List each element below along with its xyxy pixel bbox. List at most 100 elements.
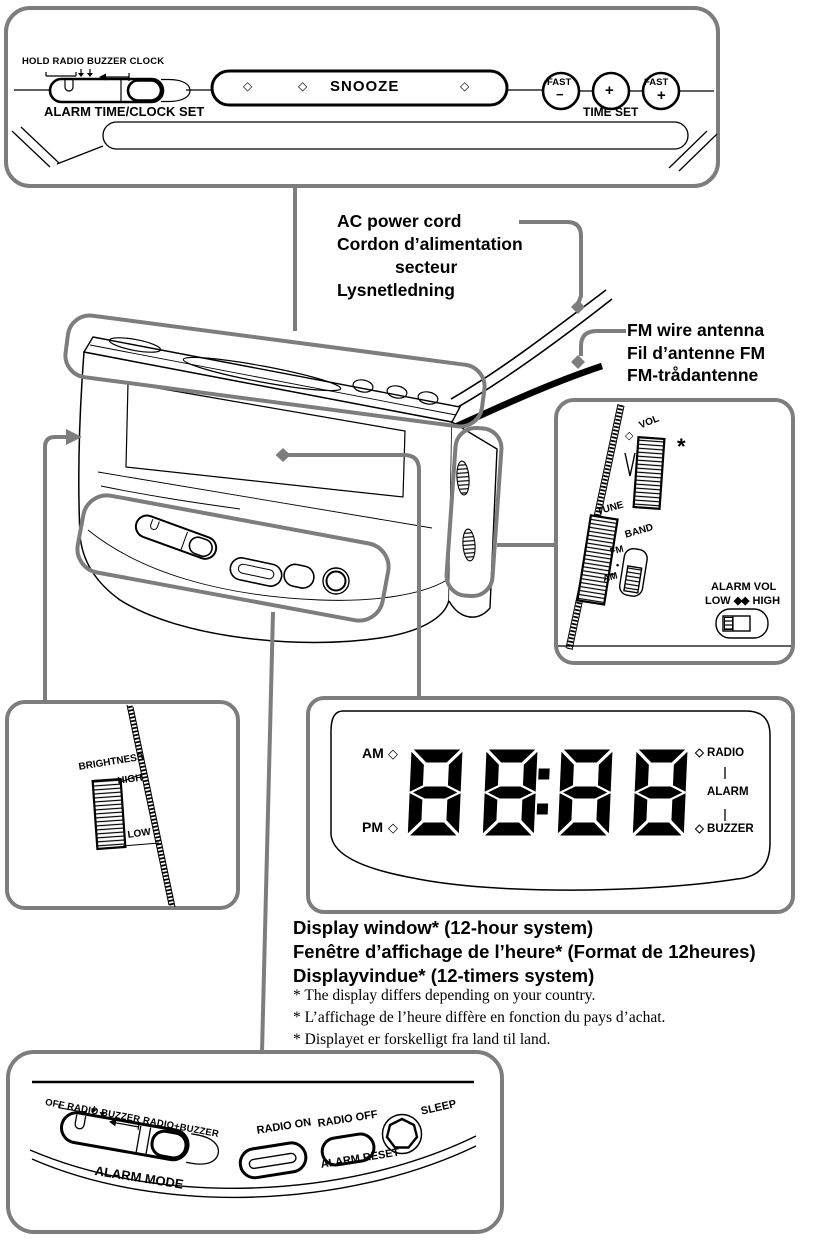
- band-switch: [618, 548, 648, 597]
- fast-minus-button: [541, 71, 581, 111]
- fm-antenna-callout: FM wire antenna Fil d’antenne FM FM-tråd…: [627, 319, 765, 387]
- vol-pointer: [624, 452, 636, 477]
- snooze-label: SNOOZE: [330, 78, 400, 95]
- switch-scale-label: HOLD RADIO BUZZER CLOCK: [22, 56, 165, 67]
- display-panel-frame: [306, 696, 795, 914]
- pm-diamond-icon: ◇: [388, 820, 398, 835]
- alarm-time-clock-set-label: ALARM TIME/CLOCK SET: [44, 104, 205, 119]
- brightness-thumbwheel: [91, 777, 127, 851]
- footnote-en: * The display differs depending on your …: [293, 987, 596, 1004]
- caption-heading-en: Display window* (12-hour system): [293, 917, 594, 938]
- callout-endpoints: [66, 300, 585, 462]
- tune-thumbwheel: [576, 514, 619, 606]
- am-diamond-icon: ◇: [388, 746, 398, 761]
- alarm-vol-label: ALARM VOL: [711, 581, 777, 593]
- fast-plus-button: [641, 71, 681, 111]
- cabinet-curves: [29, 1135, 477, 1199]
- clock-radio-illustration: [78, 289, 613, 644]
- snooze-button: [210, 69, 509, 107]
- caption-heading-da: Displayvindue* (12-timers system): [293, 965, 595, 986]
- radio-off-button-drawing: [283, 563, 315, 589]
- callout-lines: [43, 187, 626, 1053]
- alarm-mode-switch-drawing: [134, 514, 218, 560]
- connector-bottom-panel: [260, 611, 275, 1053]
- plus-button: [591, 71, 631, 111]
- am-indicator-label: AM: [362, 745, 384, 761]
- lcd-digit: [557, 749, 613, 836]
- cabinet-edge-hatch-2: [127, 705, 175, 907]
- sleep-button-drawing: [322, 567, 350, 595]
- ac-power-cord-drawing: [450, 289, 613, 408]
- ac-cord-line-fr2: secteur: [395, 257, 458, 277]
- diamond-icon: ◇: [243, 79, 253, 93]
- switch-scale-arrowheads: [78, 73, 106, 81]
- side-panel-frame: [554, 398, 795, 665]
- arrowhead-brightness: [66, 429, 82, 445]
- footnote-fr: * L’affichage de l’heure diffère en fonc…: [293, 1009, 666, 1026]
- pm-indicator-label: PM: [362, 819, 383, 835]
- display-glass-outline: [330, 710, 771, 891]
- loop-front-controls: [75, 493, 391, 623]
- fm-wire-antenna-drawing: [444, 362, 604, 434]
- lcd-digit: [482, 749, 538, 836]
- display-panel-art: [330, 710, 771, 891]
- alarm-mode-switch: [60, 1111, 220, 1165]
- ac-cord-line-fr: Cordon d’alimentation: [337, 234, 523, 254]
- sleep-button: [381, 1113, 423, 1155]
- footnote-da: * Displayet er forskelligt fra land til …: [293, 1031, 551, 1048]
- alarm-time-clock-set-switch: [48, 77, 165, 104]
- fast-plus-plus-label: +: [657, 87, 666, 104]
- lcd-digit: [632, 749, 688, 836]
- brightness-panel-art: [91, 704, 176, 908]
- diamond-icon: ◇: [625, 430, 634, 442]
- radio-indicator-label: ◇ RADIO: [695, 747, 745, 759]
- alarm-mode-scale-ticks: [58, 1103, 140, 1130]
- alarm-indicator-label: ALARM: [707, 786, 749, 798]
- radio-on-button: [238, 1141, 308, 1180]
- ac-cord-line-da: Lysnetledning: [337, 280, 455, 300]
- fm-line-fr: Fil d’antenne FM: [627, 342, 766, 363]
- radio-on-button-drawing: [229, 557, 283, 587]
- top-panel-art: [11, 69, 718, 172]
- loop-top-controls: [63, 313, 487, 429]
- display-footnotes: * The display differs depending on your …: [293, 985, 665, 1051]
- minus-label: −: [556, 87, 564, 102]
- fm-position-dot: •: [616, 560, 620, 570]
- connector-display-panel: [283, 453, 421, 698]
- plus-label: +: [605, 82, 614, 99]
- clock-body: [78, 351, 453, 644]
- diamond-icon: ◇: [460, 79, 470, 93]
- loop-side-controls: [444, 425, 504, 599]
- side-thumbwheel-upper: [456, 460, 470, 496]
- bottom-panel-art: [29, 1080, 477, 1199]
- ac-cord-callout: AC power cord Cordon d’alimentation sect…: [337, 210, 523, 302]
- top-panel-frame: [4, 6, 720, 188]
- side-thumbwheel-lower: [462, 528, 476, 562]
- buzzer-indicator-label: ◇ BUZZER: [695, 823, 754, 835]
- fast-minus-fast-label: FAST: [547, 77, 572, 88]
- fm-line-da: FM-trådantenne: [627, 365, 759, 385]
- alarm-vol-high-label: ◆ HIGH: [741, 595, 781, 607]
- side-panel-art: [558, 403, 791, 651]
- am-position-dot: •: [611, 569, 615, 579]
- connector-ac-cord: [519, 220, 583, 305]
- connector-fm-antenna: [579, 329, 626, 356]
- fm-line-en: FM wire antenna: [627, 320, 765, 340]
- connector-brightness-panel: [43, 435, 66, 702]
- asterisk-marker: *: [677, 434, 686, 459]
- vol-thumbwheel: [632, 436, 666, 510]
- snooze-bar-top-view: [182, 356, 342, 392]
- display-glass: [125, 382, 406, 498]
- ac-cord-line-en: AC power cord: [337, 211, 462, 231]
- lcd-digits: [407, 749, 688, 836]
- time-set-label: TIME SET: [583, 105, 639, 119]
- display-window-caption: Display window* (12-hour system) Fenêtre…: [293, 916, 756, 988]
- lcd-colon: [536, 768, 550, 815]
- lcd-digit: [407, 749, 463, 836]
- radio-off-button: [320, 1132, 376, 1167]
- diamond-icon: ◇: [298, 79, 308, 93]
- break-marks: [11, 126, 718, 172]
- alarm-vol-low-label: LOW ◆: [705, 595, 743, 607]
